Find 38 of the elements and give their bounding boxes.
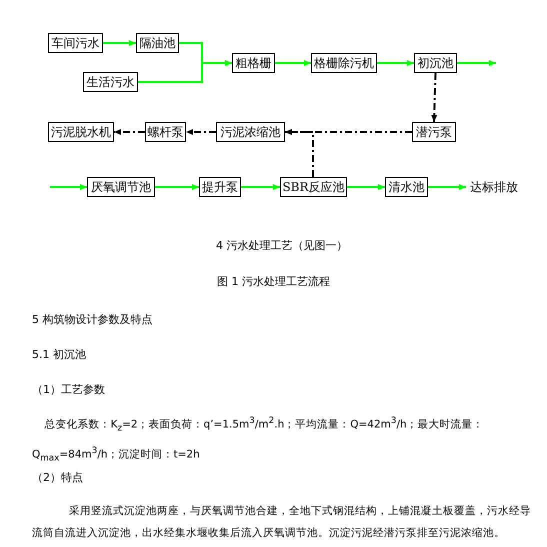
arrow bbox=[431, 72, 438, 122]
process-box: 污泥浓缩池 bbox=[216, 122, 285, 142]
process-box: 车间污水 bbox=[48, 33, 103, 53]
arrow bbox=[155, 184, 199, 190]
figure-caption: 图 1 污水处理工艺流程 bbox=[216, 274, 331, 289]
arrow bbox=[275, 60, 311, 66]
arrow bbox=[186, 129, 216, 135]
process-box: 螺杆泵 bbox=[145, 122, 186, 142]
process-box: 粗格栅 bbox=[232, 53, 275, 73]
section-heading: 5 构筑物设计参数及特点 bbox=[32, 312, 152, 327]
arrow bbox=[103, 40, 136, 46]
process-box: 污泥脱水机 bbox=[48, 122, 114, 142]
outlet-text: 达标排放 bbox=[466, 177, 522, 197]
process-box: 提升泵 bbox=[199, 177, 241, 197]
arrow bbox=[285, 129, 412, 135]
arrow bbox=[138, 60, 232, 83]
section-heading: （1）工艺参数 bbox=[32, 382, 105, 397]
process-box: 初沉池 bbox=[414, 53, 457, 73]
arrow bbox=[50, 184, 87, 190]
section-heading: 5.1 初沉池 bbox=[32, 347, 86, 362]
paragraph: 采用竖流式沉淀池两座，与厌氧调节池合建，全地下式钢混结构，上铺混凝土板覆盖，污水经导流筒自流进入沉淀池，出水经集水堰收集后流入厌氧调节池。沉淀污泥经潜污泵排至污泥浓缩池。 bbox=[32, 504, 532, 541]
arrow bbox=[241, 184, 280, 190]
process-box: 格栅除污机 bbox=[311, 53, 377, 73]
process-box: 潜污泵 bbox=[412, 122, 456, 142]
arrow bbox=[428, 184, 466, 190]
process-box: 生活污水 bbox=[83, 72, 138, 92]
arrow bbox=[285, 129, 314, 177]
paragraph: 总变化系数：K$_{z}$=2；表面负荷：q’=1.5m$^{3}$/m$^{2}$.h；平均流量：Q=42m$^{3}$/h；最大时流量：Q$_{max}$=84m$^{3}$/h；沉淀时间：t=2h bbox=[32, 415, 485, 466]
process-box: 隔油池 bbox=[136, 33, 179, 53]
process-box: 厌氧调节池 bbox=[87, 177, 155, 197]
arrow bbox=[377, 60, 414, 66]
arrow bbox=[347, 184, 385, 190]
section-heading: （2）特点 bbox=[32, 470, 83, 485]
section-heading: 4 污水处理工艺（见图一） bbox=[216, 238, 348, 253]
arrow bbox=[457, 60, 496, 66]
process-box: SBR反应池 bbox=[280, 177, 347, 197]
arrow bbox=[114, 129, 145, 135]
process-box: 清水池 bbox=[385, 177, 428, 197]
